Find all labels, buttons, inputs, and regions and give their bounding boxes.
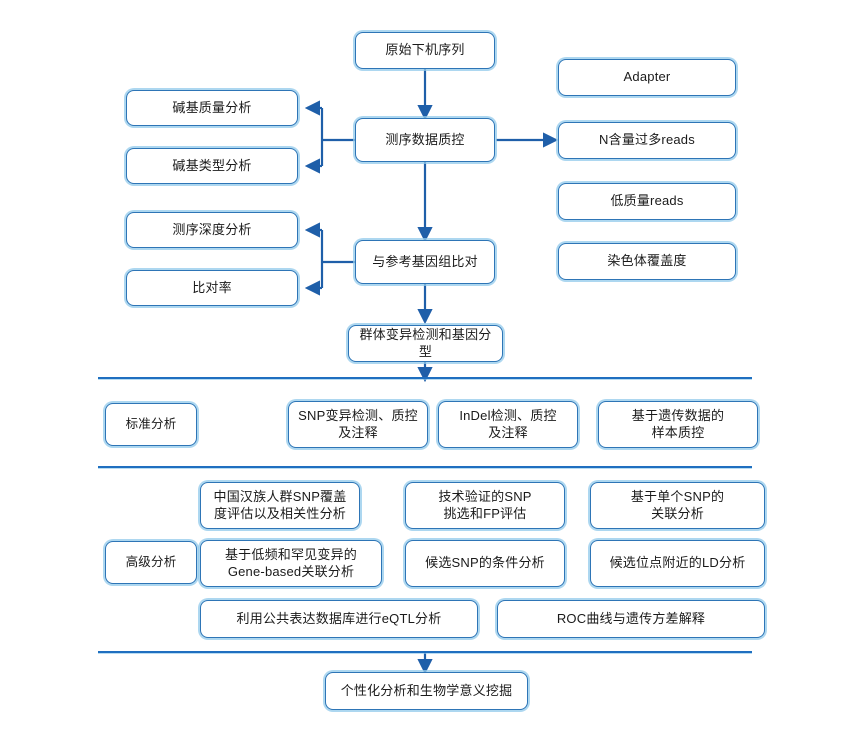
- node-advanced-analysis-tag[interactable]: 高级分析: [105, 541, 197, 584]
- node-gene-based-assoc-label: 基于低频和罕见变异的 Gene-based关联分析: [224, 547, 357, 579]
- node-tech-validated-snp-label: 技术验证的SNP 挑选和FP评估: [438, 489, 532, 521]
- node-eqtl[interactable]: 利用公共表达数据库进行eQTL分析: [200, 600, 478, 638]
- node-align-label: 与参考基因组比对: [372, 253, 478, 269]
- node-single-snp-assoc-label: 基于单个SNP的 关联分析: [630, 489, 725, 521]
- node-eqtl-label: 利用公共表达数据库进行eQTL分析: [236, 610, 442, 626]
- node-raw-sequence-label: 原始下机序列: [385, 42, 465, 58]
- node-adapter[interactable]: Adapter: [558, 59, 736, 96]
- node-han-snp-coverage[interactable]: 中国汉族人群SNP覆盖 度评估以及相关性分析: [200, 482, 360, 529]
- node-low-quality-reads[interactable]: 低质量reads: [558, 183, 736, 220]
- node-chrom-coverage-label: 染色体覆盖度: [607, 253, 687, 269]
- divider-advanced-bottom: [98, 651, 752, 653]
- divider-standard-top: [98, 377, 752, 379]
- node-personalized-analysis-label: 个性化分析和生物学意义挖掘: [340, 682, 513, 698]
- node-map-rate[interactable]: 比对率: [126, 270, 298, 306]
- node-han-snp-coverage-label: 中国汉族人群SNP覆盖 度评估以及相关性分析: [213, 489, 347, 521]
- node-depth-label: 测序深度分析: [172, 221, 252, 237]
- node-candidate-snp-cond-label: 候选SNP的条件分析: [425, 555, 545, 571]
- node-variant-calling[interactable]: 群体变异检测和基因分型: [348, 325, 503, 362]
- node-n-reads[interactable]: N含量过多reads: [558, 122, 736, 159]
- node-n-reads-label: N含量过多reads: [599, 132, 695, 148]
- node-depth[interactable]: 测序深度分析: [126, 212, 298, 248]
- node-candidate-snp-cond[interactable]: 候选SNP的条件分析: [405, 540, 565, 587]
- node-low-quality-reads-label: 低质量reads: [610, 193, 684, 209]
- node-standard-analysis-tag[interactable]: 标准分析: [105, 403, 197, 446]
- node-indel-qc[interactable]: InDel检测、质控 及注释: [438, 401, 578, 448]
- node-adapter-label: Adapter: [623, 69, 671, 85]
- node-chrom-coverage[interactable]: 染色体覆盖度: [558, 243, 736, 280]
- node-base-type[interactable]: 碱基类型分析: [126, 148, 298, 184]
- node-sample-qc-label: 基于遗传数据的 样本质控: [631, 408, 725, 440]
- node-map-rate-label: 比对率: [192, 279, 232, 295]
- node-advanced-analysis-tag-label: 高级分析: [125, 554, 177, 569]
- node-raw-sequence[interactable]: 原始下机序列: [355, 32, 495, 69]
- node-single-snp-assoc[interactable]: 基于单个SNP的 关联分析: [590, 482, 765, 529]
- node-tech-validated-snp[interactable]: 技术验证的SNP 挑选和FP评估: [405, 482, 565, 529]
- node-roc-label: ROC曲线与遗传方差解释: [556, 610, 706, 626]
- node-base-type-label: 碱基类型分析: [172, 157, 252, 173]
- node-gene-based-assoc[interactable]: 基于低频和罕见变异的 Gene-based关联分析: [200, 540, 382, 587]
- node-base-quality[interactable]: 碱基质量分析: [126, 90, 298, 126]
- node-qc-label: 测序数据质控: [385, 131, 465, 147]
- node-standard-analysis-tag-label: 标准分析: [125, 416, 177, 431]
- node-personalized-analysis[interactable]: 个性化分析和生物学意义挖掘: [325, 672, 528, 710]
- node-roc[interactable]: ROC曲线与遗传方差解释: [497, 600, 765, 638]
- node-qc[interactable]: 测序数据质控: [355, 118, 495, 162]
- node-indel-qc-label: InDel检测、质控 及注释: [459, 408, 557, 440]
- node-align[interactable]: 与参考基因组比对: [355, 240, 495, 284]
- node-candidate-ld-label: 候选位点附近的LD分析: [609, 555, 746, 571]
- node-variant-calling-label: 群体变异检测和基因分型: [359, 327, 492, 359]
- divider-standard-bottom: [98, 466, 752, 468]
- node-snp-qc-label: SNP变异检测、质控 及注释: [298, 408, 418, 440]
- node-snp-qc[interactable]: SNP变异检测、质控 及注释: [288, 401, 428, 448]
- node-base-quality-label: 碱基质量分析: [172, 99, 252, 115]
- node-candidate-ld[interactable]: 候选位点附近的LD分析: [590, 540, 765, 587]
- node-sample-qc[interactable]: 基于遗传数据的 样本质控: [598, 401, 758, 448]
